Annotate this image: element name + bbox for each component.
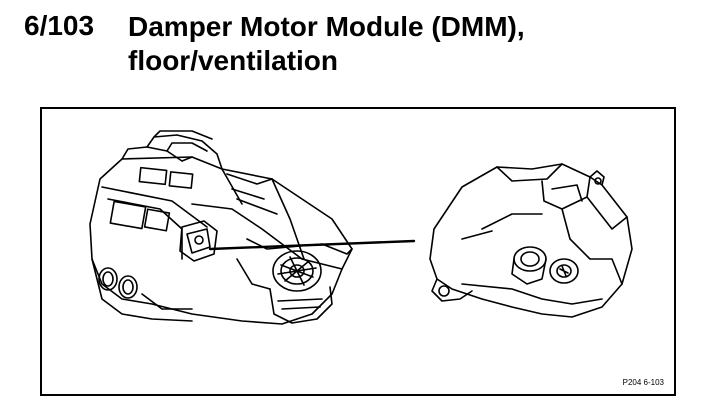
dmm-detail-drawing	[429, 163, 633, 318]
page-title-line-1: Damper Motor Module (DMM),	[128, 11, 525, 42]
section-number: 6/103	[24, 10, 95, 41]
page-title-line-2: floor/ventilation	[128, 45, 338, 76]
page-title: Damper Motor Module (DMM), floor/ventila…	[128, 10, 525, 78]
figure-frame: P204 6-103	[40, 107, 676, 396]
hvac-housing-drawing	[89, 130, 353, 325]
leader-line	[208, 239, 416, 251]
figure-code: P204 6-103	[622, 378, 664, 387]
hvac-illustration	[89, 130, 633, 325]
